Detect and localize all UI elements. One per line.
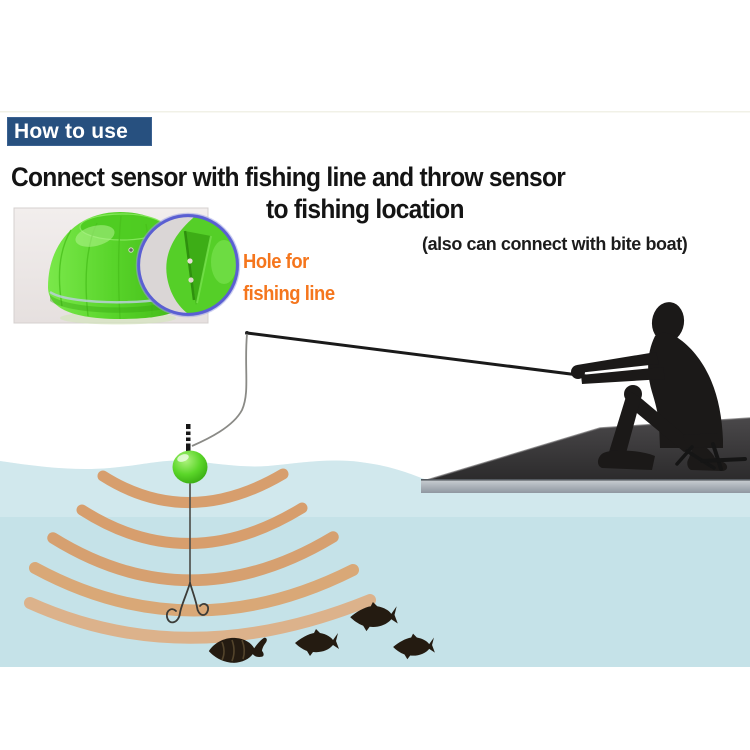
sensor-hole-dot [128, 247, 134, 253]
fisherman-silhouette [245, 302, 747, 471]
stool [675, 433, 747, 471]
big-fish [208, 637, 267, 663]
hole-callout-line2: fishing line [243, 283, 335, 305]
fishing-rod [245, 331, 612, 381]
fisherman-hand [571, 365, 585, 379]
fish-school [208, 601, 435, 663]
magnified-hole [188, 277, 194, 283]
fisherman-front-boot [597, 450, 655, 470]
heading-line2: to fishing location [266, 194, 464, 224]
fisherman-arm-upper [577, 352, 659, 373]
heading-line1: Connect sensor with fishing line and thr… [11, 162, 566, 192]
magnified-hole [187, 258, 193, 264]
magnifier [135, 212, 241, 318]
line-hole-funnel [185, 231, 211, 305]
bite-boat-note: (also can connect with bite boat) [422, 233, 688, 254]
how-to-use-badge: How to use [7, 117, 152, 146]
float-antenna [186, 424, 191, 454]
fishing-hooks [166, 483, 209, 624]
fishing-line [191, 333, 248, 447]
badge-label: How to use [14, 119, 129, 143]
fisherman-head [651, 302, 685, 342]
fisherman-thigh [626, 394, 700, 452]
hole-callout-line1: Hole for [243, 251, 309, 273]
sensor-float [172, 424, 208, 484]
fisherman-shin [609, 390, 641, 457]
faint-divider-line [0, 111, 750, 113]
rod-tip [245, 331, 249, 335]
fisherman-arm-lower [581, 367, 665, 384]
fisherman-torso [648, 332, 723, 448]
